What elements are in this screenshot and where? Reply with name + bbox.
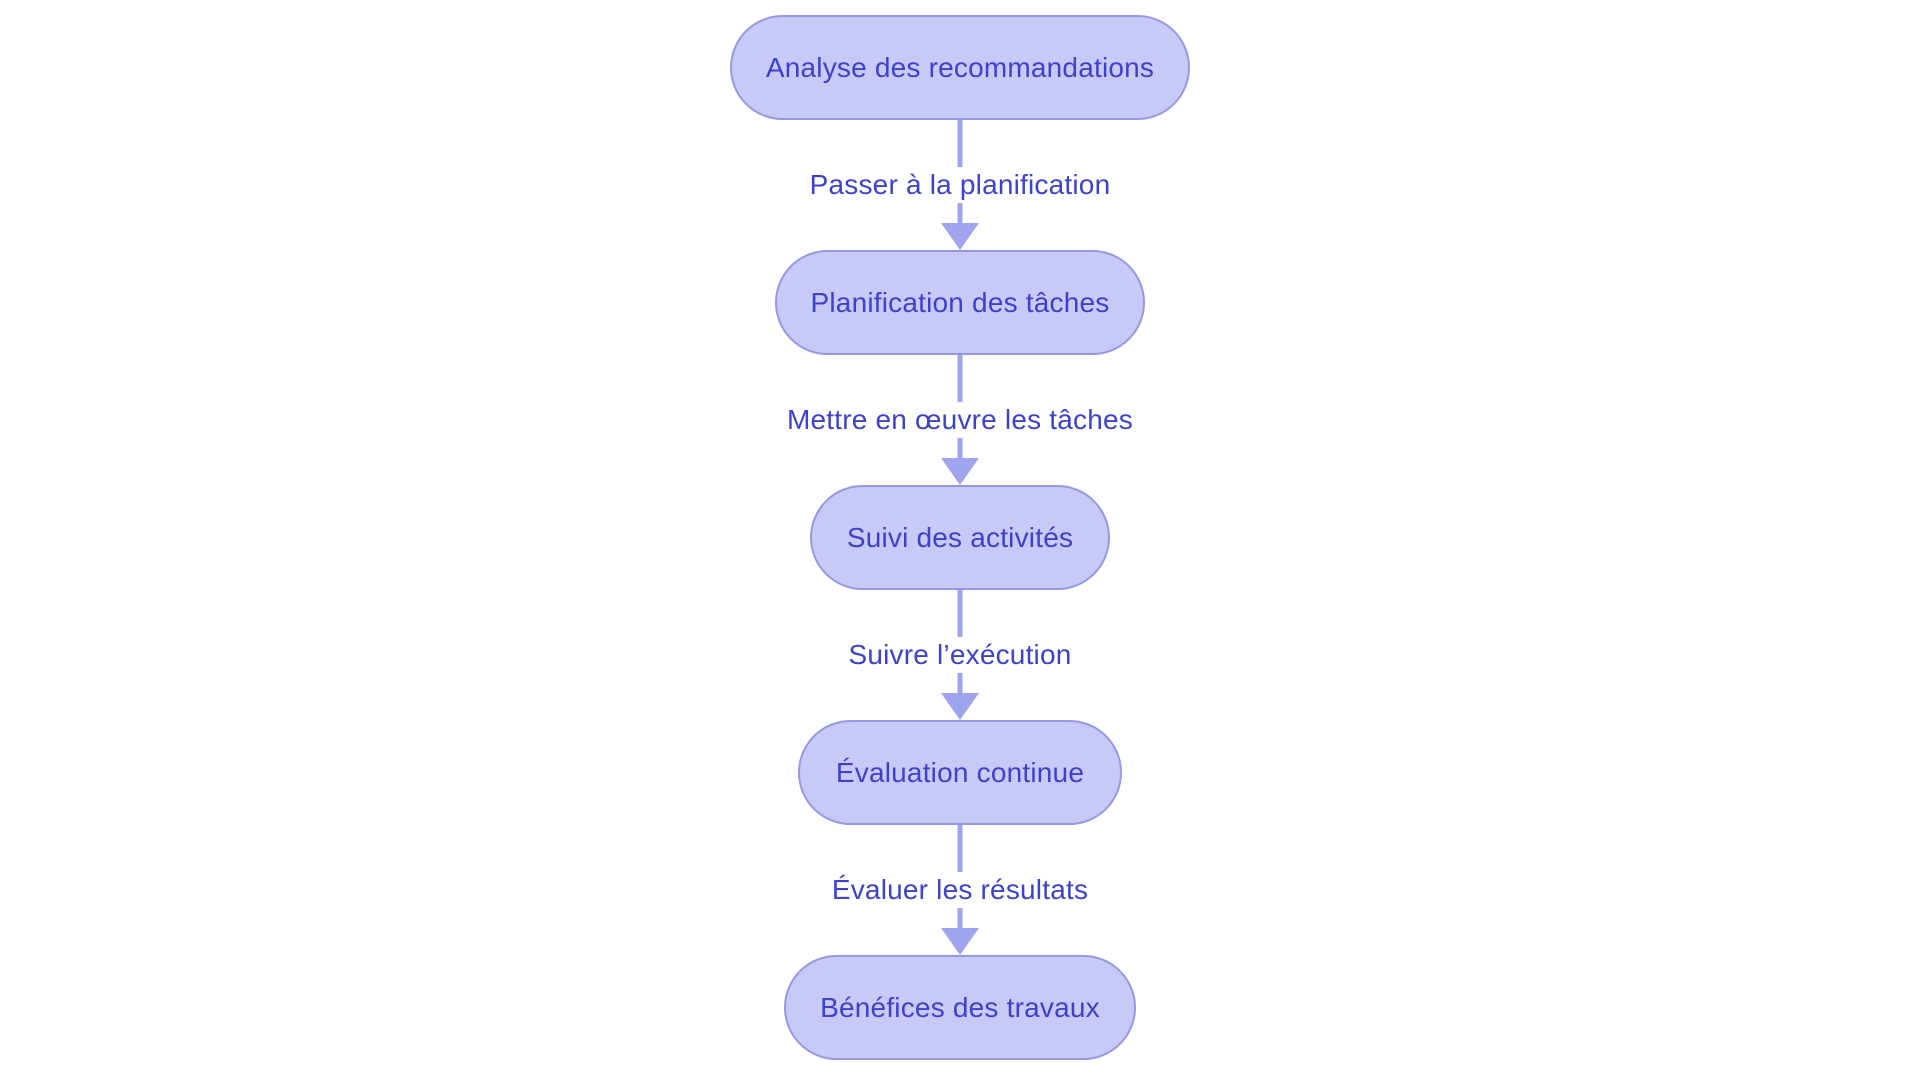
arrow-down-icon — [941, 928, 979, 955]
node-suivi-des-activites: Suivi des activités — [810, 485, 1110, 590]
node-analyse-des-recommandations: Analyse des recommandations — [729, 15, 1191, 120]
node-label: Analyse des recommandations — [765, 51, 1155, 83]
arrow-down-icon — [941, 693, 979, 720]
node-evaluation-continue: Évaluation continue — [798, 720, 1122, 825]
node-label: Bénéfices des travaux — [820, 991, 1100, 1023]
arrow-down-icon — [941, 223, 979, 250]
edge-3: Suivre l’exécution — [610, 590, 1310, 720]
edge-label: Mettre en œuvre les tâches — [779, 402, 1141, 438]
edge-label: Suivre l’exécution — [840, 637, 1080, 673]
edge-1: Passer à la planification — [610, 120, 1310, 250]
edge-label: Évaluer les résultats — [823, 872, 1097, 908]
flowchart-column: Analyse des recommandations Passer à la … — [610, 15, 1310, 1060]
edge-label: Passer à la planification — [801, 167, 1119, 203]
node-planification-des-taches: Planification des tâches — [774, 250, 1146, 355]
node-label: Suivi des activités — [846, 521, 1074, 553]
edge-2: Mettre en œuvre les tâches — [610, 355, 1310, 485]
node-label: Évaluation continue — [835, 756, 1085, 788]
edge-4: Évaluer les résultats — [610, 825, 1310, 955]
node-benefices-des-travaux: Bénéfices des travaux — [784, 955, 1136, 1060]
arrow-down-icon — [941, 458, 979, 485]
node-label: Planification des tâches — [810, 286, 1110, 318]
